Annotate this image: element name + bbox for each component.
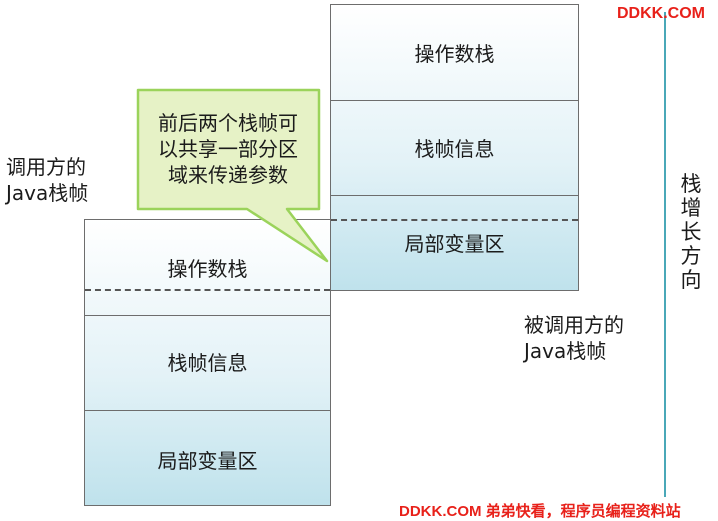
callee-divider-1 <box>331 100 578 101</box>
watermark-bottom: DDKK.COM 弟弟快看，程序员编程资料站 <box>399 503 681 520</box>
caller-operand-stack-label: 操作数栈 <box>167 257 248 281</box>
callee-shared-boundary <box>331 219 578 221</box>
caller-shared-boundary <box>85 289 330 291</box>
caller-divider-1 <box>85 315 330 316</box>
callee-caption-line-1: 被调用方的 <box>524 313 624 337</box>
callout-line-1: 前后两个栈帧可 <box>158 111 298 135</box>
growth-char-3: 长 <box>680 220 702 244</box>
callee-divider-2 <box>331 195 578 196</box>
caller-frame-info-label: 栈帧信息 <box>167 351 248 375</box>
callee-local-vars-label: 局部变量区 <box>404 232 505 256</box>
caller-caption-line-2: Java栈帧 <box>6 181 89 205</box>
stack-growth-axis <box>664 12 666 497</box>
growth-char-2: 增 <box>680 196 702 220</box>
callee-operand-stack-label: 操作数栈 <box>414 42 495 66</box>
growth-char-1: 栈 <box>680 172 702 196</box>
callout-bubble-shape <box>136 88 329 263</box>
callee-caption-line-2: Java栈帧 <box>524 339 607 363</box>
caller-local-vars-label: 局部变量区 <box>157 449 258 473</box>
callout-text: 前后两个栈帧可 以共享一部分区 域来传递参数 <box>138 110 318 188</box>
callout-line-2: 以共享一部分区 <box>158 137 298 161</box>
watermark-top: DDKK.COM <box>617 5 705 22</box>
caller-divider-2 <box>85 410 330 411</box>
caller-stack-frame: 操作数栈 栈帧信息 局部变量区 <box>84 219 331 506</box>
callee-frame-caption: 被调用方的 Java栈帧 <box>524 312 624 364</box>
stack-growth-label: 栈 增 长 方 向 <box>676 172 706 292</box>
caller-frame-caption: 调用方的 Java栈帧 <box>6 154 88 206</box>
callee-stack-frame: 操作数栈 栈帧信息 局部变量区 <box>330 4 579 291</box>
growth-char-5: 向 <box>680 268 702 292</box>
callee-frame-info-label: 栈帧信息 <box>414 137 495 161</box>
callout-line-3: 域来传递参数 <box>168 163 288 187</box>
caller-caption-line-1: 调用方的 <box>6 155 86 179</box>
growth-char-4: 方 <box>680 244 702 268</box>
